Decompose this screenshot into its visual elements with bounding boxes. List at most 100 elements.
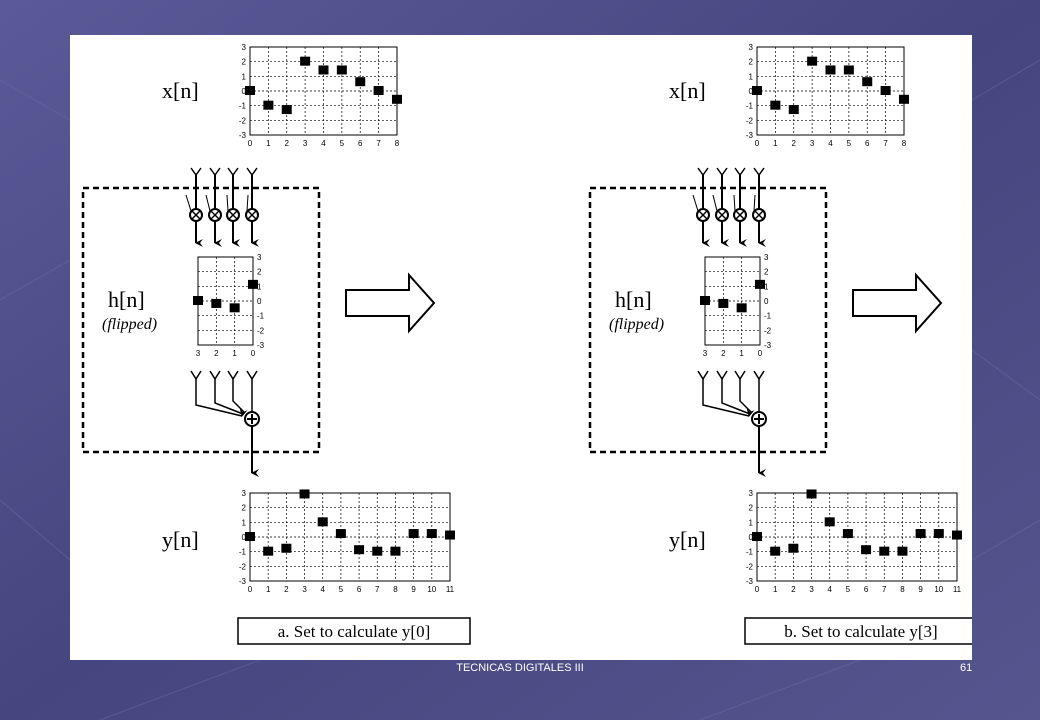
y-plot-x-tick: 3 xyxy=(809,585,814,594)
y-signal-label: y[n] xyxy=(669,527,706,552)
y-plot-y-tick: 3 xyxy=(242,489,247,498)
h-plot-y-tick: -1 xyxy=(257,312,265,321)
y-plot-x-tick: 10 xyxy=(934,585,943,594)
h-plot-sample xyxy=(229,303,240,313)
y-plot-x-tick: 3 xyxy=(302,585,307,594)
x-plot-x-tick: 1 xyxy=(773,139,778,148)
sum-input xyxy=(232,379,246,414)
x-plot-sample xyxy=(770,100,781,110)
x-plot-sample xyxy=(336,65,347,75)
h-flipped-label: (flipped) xyxy=(609,316,664,333)
x-plot-x-tick: 7 xyxy=(376,139,381,148)
weight-line xyxy=(733,194,736,212)
y-plot-y-tick: 1 xyxy=(749,518,754,527)
y-plot-x-tick: 9 xyxy=(918,585,923,594)
x-plot-sample xyxy=(391,94,402,104)
tap-line xyxy=(716,167,723,176)
h-plot-y-tick: 1 xyxy=(257,282,262,291)
x-plot-y-tick: 3 xyxy=(749,43,754,52)
y-plot-x-tick: 0 xyxy=(248,585,253,594)
tap-line xyxy=(753,167,760,176)
weight-line xyxy=(246,194,249,212)
sum-input xyxy=(195,379,248,417)
x-plot-sample xyxy=(843,65,854,75)
sum-tap xyxy=(232,370,239,380)
sum-tap xyxy=(209,370,216,380)
y-plot-y-tick: -3 xyxy=(239,577,247,586)
x-plot-sample xyxy=(373,86,384,95)
x-plot-sample xyxy=(752,86,762,95)
next-step-arrow xyxy=(852,272,943,334)
y-plot-x-tick: 8 xyxy=(900,585,905,594)
h-plot-y-tick: -2 xyxy=(764,326,772,335)
y-plot-sample xyxy=(951,530,962,540)
y-plot-x-tick: 2 xyxy=(791,585,796,594)
y-plot-sample xyxy=(299,489,310,499)
tap-line xyxy=(195,167,202,176)
y-plot-sample xyxy=(317,517,328,527)
multiply-cross xyxy=(717,210,727,220)
h-plot-sample xyxy=(247,279,258,289)
x-plot-x-tick: 4 xyxy=(828,139,833,148)
tap-line xyxy=(214,167,221,176)
sum-input xyxy=(702,379,755,417)
x-plot-x-tick: 0 xyxy=(755,139,760,148)
tap-line xyxy=(697,167,704,176)
x-plot-y-tick: 0 xyxy=(242,87,247,96)
caption-box xyxy=(744,617,972,645)
x-plot-y-tick: 0 xyxy=(749,87,754,96)
y-plot-x-tick: 7 xyxy=(882,585,887,594)
sum-tap xyxy=(716,370,723,380)
h-plot-y-tick: 0 xyxy=(764,297,769,306)
sum-tap xyxy=(758,370,765,380)
y-plot-sample xyxy=(879,546,890,556)
y-plot-y-tick: 1 xyxy=(242,518,247,527)
y-plot-x-tick: 6 xyxy=(357,585,362,594)
tap-line xyxy=(246,167,253,176)
h-plot-y-tick: 3 xyxy=(764,253,769,262)
x-plot-sample xyxy=(318,65,329,75)
x-plot-sample xyxy=(245,86,255,95)
h-plot-y-tick: 0 xyxy=(257,297,262,306)
x-plot-y-tick: -1 xyxy=(746,102,754,111)
caption-box xyxy=(237,617,471,645)
y-plot-sample xyxy=(842,529,853,539)
multiply-cross xyxy=(698,210,708,220)
x-plot-x-tick: 4 xyxy=(321,139,326,148)
y-plot-sample xyxy=(372,546,383,556)
weight-line xyxy=(226,194,229,212)
x-plot-x-tick: 7 xyxy=(883,139,888,148)
h-plot-y-tick: 3 xyxy=(257,253,262,262)
y-plot-sample xyxy=(390,546,401,556)
x-plot-x-tick: 6 xyxy=(358,139,363,148)
x-plot-sample xyxy=(263,100,274,110)
x-plot-y-tick: -2 xyxy=(746,116,754,125)
weight-line xyxy=(185,194,192,212)
tap-line xyxy=(721,167,728,176)
sum-tap xyxy=(739,370,746,380)
sum-tap xyxy=(227,370,234,380)
x-plot-x-tick: 8 xyxy=(395,139,400,148)
tap-line xyxy=(702,167,709,176)
h-plot-y-tick: -1 xyxy=(764,312,772,321)
tap-line xyxy=(739,167,746,176)
x-plot-y-tick: -1 xyxy=(239,102,247,111)
y-signal-label: y[n] xyxy=(162,527,199,552)
multiply-cross xyxy=(228,210,238,220)
y-plot-x-tick: 6 xyxy=(864,585,869,594)
x-plot-x-tick: 3 xyxy=(810,139,815,148)
y-plot-y-tick: 2 xyxy=(749,504,754,513)
h-plot-x-tick: 1 xyxy=(739,349,744,358)
weight-line xyxy=(205,194,211,212)
x-plot-y-tick: -2 xyxy=(239,116,247,125)
h-plot-sample xyxy=(736,303,747,313)
y-plot-sample xyxy=(824,517,835,527)
h-plot-sample xyxy=(700,296,710,305)
y-plot-x-tick: 5 xyxy=(339,585,344,594)
y-plot-sample xyxy=(752,532,762,541)
sum-input xyxy=(214,379,244,415)
x-plot-sample xyxy=(788,105,799,115)
h-plot-sample xyxy=(754,279,765,289)
y-plot-sample xyxy=(444,530,455,540)
